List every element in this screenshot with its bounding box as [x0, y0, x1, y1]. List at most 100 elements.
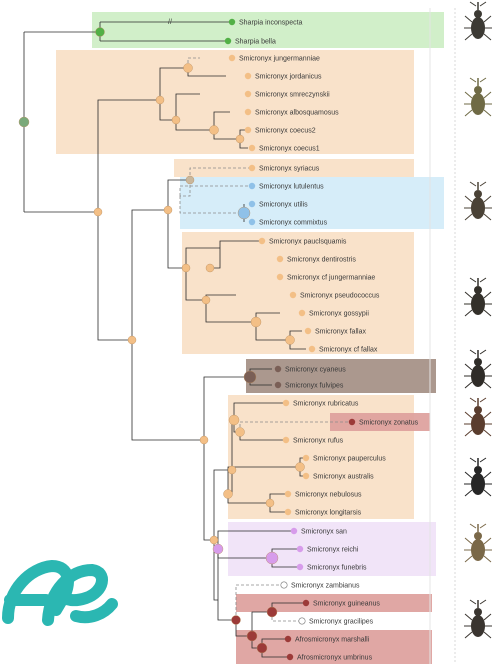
- ancestral-node: [228, 414, 240, 426]
- tip-node: [284, 490, 292, 498]
- tip-node: [228, 18, 236, 26]
- clade-color-bands: [56, 8, 456, 664]
- taxon-label: Smicronyx jungermanniae: [239, 55, 320, 62]
- taxon-label: Smicronyx fulvipes: [285, 382, 344, 389]
- tip-node: [228, 54, 236, 62]
- ancestral-node: [205, 263, 215, 273]
- weevil-head: [474, 406, 482, 414]
- clade-band: [330, 413, 430, 431]
- tip-node: [248, 200, 256, 208]
- ancestral-node: [295, 462, 305, 472]
- tree-branch: [213, 111, 230, 130]
- tip-node: [248, 218, 256, 226]
- clade-band: [236, 594, 432, 612]
- taxon-label: Smicronyx pseudococcus: [300, 292, 380, 299]
- weevil-icon: [464, 349, 492, 389]
- weevil-legs: [464, 457, 492, 497]
- tip-node: [308, 345, 316, 353]
- taxon-label: Smicronyx longitarsis: [295, 509, 362, 516]
- tip-node: [244, 72, 252, 80]
- ancestral-node: [93, 207, 103, 217]
- tip-node: [296, 563, 304, 571]
- taxon-label: Smicronyx pauperculus: [313, 455, 386, 462]
- clade-band: [236, 630, 432, 664]
- specimen-images: [464, 1, 492, 639]
- taxon-label: Smicronyx lutulentus: [259, 183, 324, 190]
- ancestral-node: [256, 642, 268, 654]
- tip-node: [224, 37, 232, 45]
- tree-branch: [185, 268, 206, 301]
- tree-branch: [205, 300, 256, 323]
- ancestral-node: [231, 615, 241, 625]
- tree-branch: [217, 530, 294, 549]
- ancestral-node: [209, 125, 219, 135]
- weevil-head: [474, 86, 482, 94]
- weevil-body: [471, 197, 485, 219]
- tree-branch: [187, 57, 200, 68]
- tree-branch: [167, 210, 186, 269]
- weevil-icon: [464, 457, 492, 497]
- tree-branch: [131, 340, 204, 441]
- tree-branch: [239, 421, 352, 432]
- weevil-body: [471, 473, 485, 495]
- ancestral-node: [212, 543, 224, 555]
- weevil-body: [471, 615, 485, 637]
- tip-node: [284, 635, 292, 643]
- weevil-icon: [464, 599, 492, 639]
- taxon-label: Smicronyx cf jungermanniae: [287, 274, 375, 281]
- root-node: [18, 116, 30, 128]
- ancestral-node: [227, 465, 237, 475]
- tip-node: [302, 454, 310, 462]
- tree-branch: [213, 469, 232, 540]
- weevil-head: [474, 10, 482, 18]
- tree-branch: [159, 67, 188, 100]
- ancestral-node: [250, 316, 262, 328]
- tree-branch: [167, 179, 190, 210]
- tip-node: [258, 237, 266, 245]
- taxon-label: Smicronyx zambianus: [291, 582, 360, 589]
- tip-node: [302, 472, 310, 480]
- taxon-label: Smicronyx jordanicus: [255, 73, 322, 80]
- tree-branch: [233, 402, 286, 420]
- tree-branch: [227, 466, 300, 494]
- clade-band: [56, 50, 414, 154]
- taxon-label: Afrosmicronyx marshalli: [295, 636, 370, 643]
- branch-break-mark: //: [168, 19, 172, 26]
- tree-branch: [235, 620, 252, 637]
- tree-branch: [235, 584, 284, 620]
- tip-node: [286, 653, 294, 661]
- tip-node: [276, 273, 284, 281]
- taxon-label: Smicronyx dentirostris: [287, 256, 356, 263]
- ancestral-node: [265, 551, 279, 565]
- ancestral-node: [246, 630, 258, 642]
- weevil-icon: [464, 77, 492, 117]
- weevil-legs: [464, 599, 492, 639]
- logo-mark: [2, 560, 118, 626]
- tip-node: [244, 126, 252, 134]
- tree-branch: [213, 540, 218, 601]
- weevil-legs: [464, 181, 492, 221]
- weevil-legs: [464, 1, 492, 41]
- weevil-head: [474, 358, 482, 366]
- taxon-label: Afrosmicronyx umbrinus: [297, 654, 373, 661]
- clade-band: [180, 177, 444, 229]
- taxon-label: Smicronyx cf fallax: [319, 346, 378, 353]
- tip-node: [289, 291, 297, 299]
- ancestral-node: [181, 263, 191, 273]
- tip-node: [244, 90, 252, 98]
- journal-logo: [2, 560, 118, 626]
- taxon-label: Smicronyx utilis: [259, 201, 308, 208]
- tip-node: [298, 309, 306, 317]
- clade-band: [182, 232, 414, 354]
- taxon-label: Sharpia bella: [235, 38, 276, 45]
- weevil-head: [474, 608, 482, 616]
- weevil-head: [474, 532, 482, 540]
- taxon-label: Smicronyx coecus2: [255, 127, 316, 134]
- tree-branch: [131, 209, 168, 340]
- taxon-label: Smicronyx funebris: [307, 564, 367, 571]
- tip-node: [244, 108, 252, 116]
- weevil-legs: [464, 349, 492, 389]
- clade-band: [92, 12, 444, 48]
- tree-branch: [203, 376, 250, 440]
- taxon-label: Smicronyx reichi: [307, 546, 359, 553]
